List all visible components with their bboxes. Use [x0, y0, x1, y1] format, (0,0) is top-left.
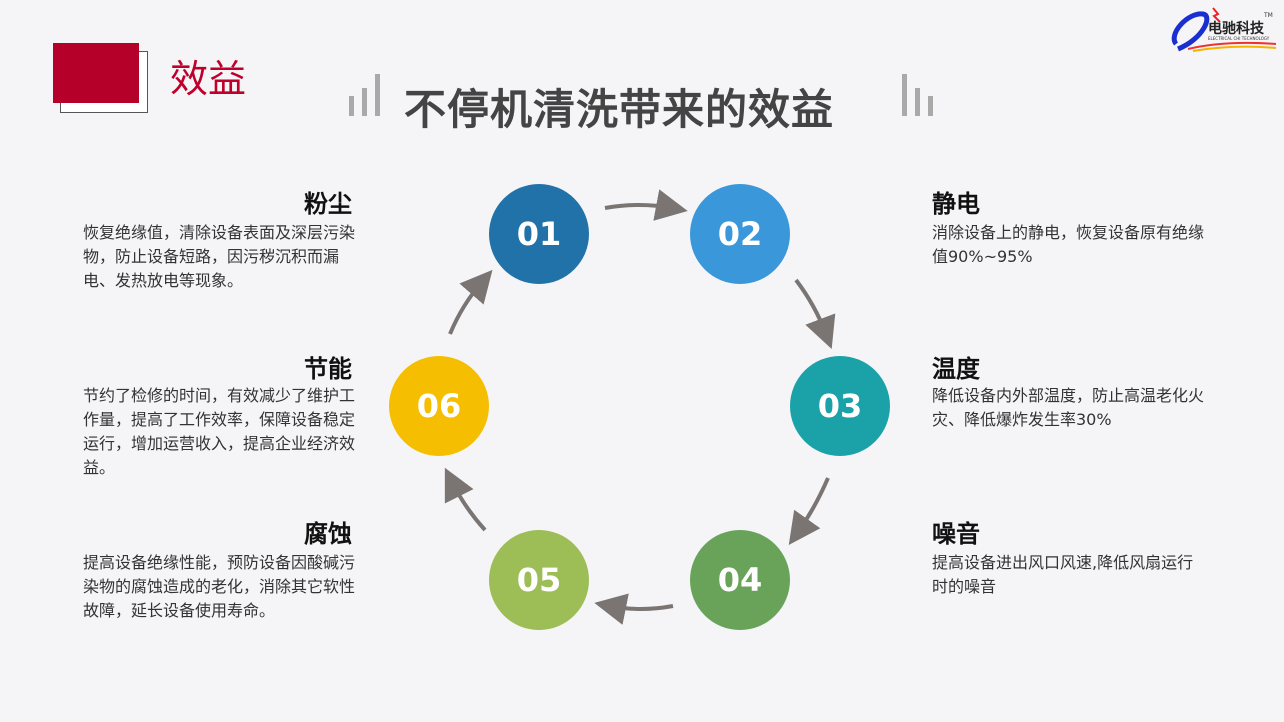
heading-temperature: 温度	[932, 355, 980, 383]
heading-energy: 节能	[304, 355, 352, 383]
step-circle-04: 04	[690, 530, 790, 630]
step-circle-03: 03	[790, 356, 890, 456]
page-title: 不停机清洗带来的效益	[404, 85, 835, 134]
decor-bar	[902, 74, 907, 116]
desc-dust: 恢复绝缘值，清除设备表面及深层污染物，防止设备短路，因污秽沉积而漏电、发热放电等…	[83, 223, 356, 290]
arrow-01-02	[604, 189, 688, 221]
arrow-06-01	[448, 269, 493, 335]
heading-dust: 粉尘	[304, 190, 352, 218]
logo-text: 电驰科技	[1208, 21, 1264, 37]
decor-bar	[915, 88, 920, 116]
step-circle-01: 01	[489, 184, 589, 284]
step-number: 01	[516, 215, 562, 253]
decor-bar	[349, 96, 354, 116]
arrow-05-06	[444, 467, 487, 532]
section-label: 效益	[170, 57, 247, 101]
heading-noise: 噪音	[932, 520, 980, 548]
company-logo	[1171, 7, 1277, 52]
decor-bar	[928, 96, 933, 116]
desc-noise: 提高设备进出风口风速,降低风扇运行时的噪音	[932, 553, 1194, 596]
arrow-04-05	[594, 593, 674, 625]
logo-subtext: ELECTRICAL CHI TECHNOLOGY	[1208, 36, 1270, 41]
step-circle-06: 06	[389, 356, 489, 456]
heading-static: 静电	[932, 190, 980, 218]
decor-bar	[375, 74, 380, 116]
arrow-03-04	[788, 477, 830, 546]
desc-energy: 节约了检修的时间，有效减少了维护工作量，提高了工作效率，保障设备稳定运行，增加运…	[83, 386, 356, 477]
step-number: 02	[717, 215, 763, 253]
desc-static: 消除设备上的静电，恢复设备原有绝缘值90%~95%	[932, 223, 1205, 266]
decor-bar	[362, 88, 367, 116]
step-number: 06	[416, 387, 462, 425]
section-marker	[53, 43, 139, 103]
step-circle-02: 02	[690, 184, 790, 284]
arrow-02-03	[794, 278, 836, 349]
step-circle-05: 05	[489, 530, 589, 630]
heading-corrosion: 腐蚀	[304, 520, 352, 548]
desc-temperature: 降低设备内外部温度，防止高温老化火灾、降低爆炸发生率30%	[932, 386, 1205, 429]
desc-corrosion: 提高设备绝缘性能，预防设备因酸碱污染物的腐蚀造成的老化，消除其它软性故障，延长设…	[83, 553, 356, 620]
step-number: 03	[817, 387, 863, 425]
logo-tm: TM	[1264, 12, 1273, 19]
step-number: 05	[516, 561, 562, 599]
step-number: 04	[717, 561, 763, 599]
